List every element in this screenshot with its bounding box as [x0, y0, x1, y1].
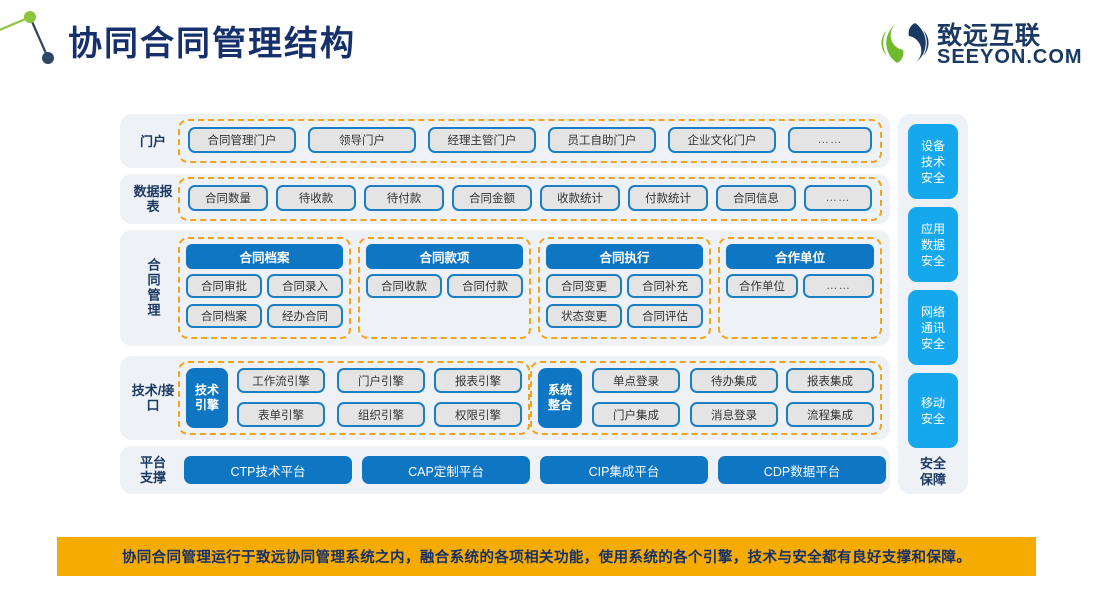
tech-engine-item-5[interactable]: 权限引擎 — [434, 402, 522, 427]
contract-archive-item-0[interactable]: 合同审批 — [186, 274, 262, 298]
seeyon-swirl-icon — [881, 23, 929, 63]
system-integration-item-5[interactable]: 流程集成 — [786, 402, 874, 427]
system-integration-anchor-label: 系统整合 — [547, 383, 572, 412]
contract-execution-item-1[interactable]: 合同补充 — [627, 274, 703, 298]
row-label-text: 门户 — [139, 133, 166, 149]
report-item-4[interactable]: 收款统计 — [540, 185, 620, 211]
group-header-partner-unit[interactable]: 合作单位 — [726, 244, 874, 269]
dashed-group-partner-unit — [718, 237, 882, 339]
page-title: 协同合同管理结构 — [68, 25, 356, 63]
system-integration-item-1[interactable]: 待办集成 — [690, 368, 778, 393]
security-column: 设备技术安全 应用数据安全 网络通讯安全 移动安全 安全保障 — [898, 114, 968, 494]
security-item-label: 应用数据安全 — [920, 221, 945, 268]
platform-item-0[interactable]: CTP技术平台 — [184, 456, 352, 484]
dashed-group-contract-execution — [538, 237, 711, 339]
decorative-node-graphic — [0, 11, 54, 64]
page-header: 协同合同管理结构 致远互联 SEEYON.COM — [0, 0, 1093, 92]
platform-item-2[interactable]: CIP集成平台 — [540, 456, 708, 484]
contract-payment-item-0[interactable]: 合同收款 — [366, 274, 442, 298]
contract-archive-item-1[interactable]: 合同录入 — [267, 274, 343, 298]
security-column-label-text: 安全保障 — [919, 456, 946, 487]
row-label-platform-support: 平台支撑 — [128, 446, 178, 494]
portal-item-3[interactable]: 员工自助门户 — [548, 127, 656, 153]
contract-execution-item-3[interactable]: 合同评估 — [627, 304, 703, 328]
tech-engine-anchor-label: 技术引擎 — [194, 383, 219, 412]
security-item-label: 设备技术安全 — [920, 138, 945, 185]
tech-engine-item-0[interactable]: 工作流引擎 — [237, 368, 325, 393]
row-platform-support: 平台支撑 CTP技术平台 CAP定制平台 CIP集成平台 CDP数据平台 — [120, 446, 890, 494]
tech-engine-item-4[interactable]: 组织引擎 — [337, 402, 425, 427]
partner-unit-item-0[interactable]: 合作单位 — [726, 274, 798, 298]
system-integration-item-3[interactable]: 门户集成 — [592, 402, 680, 427]
dashed-group-contract-archive — [178, 237, 351, 339]
partner-unit-item-more[interactable]: …… — [803, 274, 874, 298]
row-label-technology-interface: 技术/接口 — [128, 356, 178, 440]
row-label-data-report: 数据报表 — [128, 174, 178, 224]
dashed-group-data-report — [178, 177, 882, 221]
report-item-6[interactable]: 合同信息 — [716, 185, 796, 211]
system-integration-item-0[interactable]: 单点登录 — [592, 368, 680, 393]
row-portal: 门户 合同管理门户 领导门户 经理主管门户 员工自助门户 企业文化门户 …… — [120, 114, 890, 168]
row-contract-management: 合同管理 合同档案 合同审批 合同录入 合同档案 经办合同 合同款项 合同收款 … — [120, 230, 890, 346]
security-item-label: 移动安全 — [920, 395, 945, 426]
row-label-text: 合同管理 — [145, 258, 161, 318]
brand-logo: 致远互联 SEEYON.COM — [875, 12, 1082, 74]
contract-execution-item-2[interactable]: 状态变更 — [546, 304, 622, 328]
contract-execution-item-0[interactable]: 合同变更 — [546, 274, 622, 298]
tech-engine-item-3[interactable]: 表单引擎 — [237, 402, 325, 427]
row-label-text: 平台支撑 — [139, 455, 166, 485]
logo-chinese-text: 致远互联 — [937, 22, 1042, 50]
row-label-portal: 门户 — [128, 114, 178, 168]
row-data-report: 数据报表 合同数量 待收款 待付款 合同金额 收款统计 付款统计 合同信息 …… — [120, 174, 890, 224]
report-item-2[interactable]: 待付款 — [364, 185, 444, 211]
security-item-device[interactable]: 设备技术安全 — [908, 124, 958, 199]
contract-payment-item-1[interactable]: 合同付款 — [447, 274, 523, 298]
report-item-1[interactable]: 待收款 — [276, 185, 356, 211]
report-item-3[interactable]: 合同金额 — [452, 185, 532, 211]
platform-item-3[interactable]: CDP数据平台 — [718, 456, 886, 484]
logo-english-text: SEEYON.COM — [937, 46, 1083, 68]
row-label-contract-management: 合同管理 — [128, 230, 178, 346]
tech-engine-item-2[interactable]: 报表引擎 — [434, 368, 522, 393]
security-column-label: 安全保障 — [898, 456, 968, 488]
security-item-mobile[interactable]: 移动安全 — [908, 373, 958, 448]
system-integration-item-2[interactable]: 报表集成 — [786, 368, 874, 393]
portal-item-1[interactable]: 领导门户 — [308, 127, 416, 153]
contract-archive-item-3[interactable]: 经办合同 — [267, 304, 343, 328]
tech-engine-anchor[interactable]: 技术引擎 — [186, 368, 228, 428]
portal-item-more[interactable]: …… — [788, 127, 872, 153]
security-item-label: 网络通讯安全 — [920, 304, 945, 351]
tech-engine-item-1[interactable]: 门户引擎 — [337, 368, 425, 393]
group-header-contract-archive[interactable]: 合同档案 — [186, 244, 343, 269]
report-item-more[interactable]: …… — [804, 185, 872, 211]
security-item-network[interactable]: 网络通讯安全 — [908, 290, 958, 365]
portal-item-0[interactable]: 合同管理门户 — [188, 127, 296, 153]
row-label-text: 数据报表 — [133, 184, 173, 214]
contract-archive-item-2[interactable]: 合同档案 — [186, 304, 262, 328]
platform-item-1[interactable]: CAP定制平台 — [362, 456, 530, 484]
dashed-group-tech-engine — [178, 361, 530, 435]
portal-item-2[interactable]: 经理主管门户 — [428, 127, 536, 153]
group-header-contract-payment[interactable]: 合同款项 — [366, 244, 523, 269]
summary-banner: 协同合同管理运行于致远协同管理系统之内，融合系统的各项相关功能，使用系统的各个引… — [57, 537, 1036, 576]
system-integration-item-4[interactable]: 消息登录 — [690, 402, 778, 427]
dashed-group-contract-payment — [358, 237, 531, 339]
row-technology-interface: 技术/接口 技术引擎 工作流引擎 门户引擎 报表引擎 表单引擎 组织引擎 权限引… — [120, 356, 890, 440]
dashed-group-system-integration — [530, 361, 882, 435]
report-item-0[interactable]: 合同数量 — [188, 185, 268, 211]
row-label-text: 技术/接口 — [131, 383, 175, 413]
dashed-group-portal — [178, 119, 882, 163]
security-item-application-data[interactable]: 应用数据安全 — [908, 207, 958, 282]
architecture-diagram: 门户 合同管理门户 领导门户 经理主管门户 员工自助门户 企业文化门户 …… 数… — [120, 114, 890, 494]
system-integration-anchor[interactable]: 系统整合 — [538, 368, 582, 428]
report-item-5[interactable]: 付款统计 — [628, 185, 708, 211]
portal-item-4[interactable]: 企业文化门户 — [668, 127, 776, 153]
group-header-contract-execution[interactable]: 合同执行 — [546, 244, 703, 269]
